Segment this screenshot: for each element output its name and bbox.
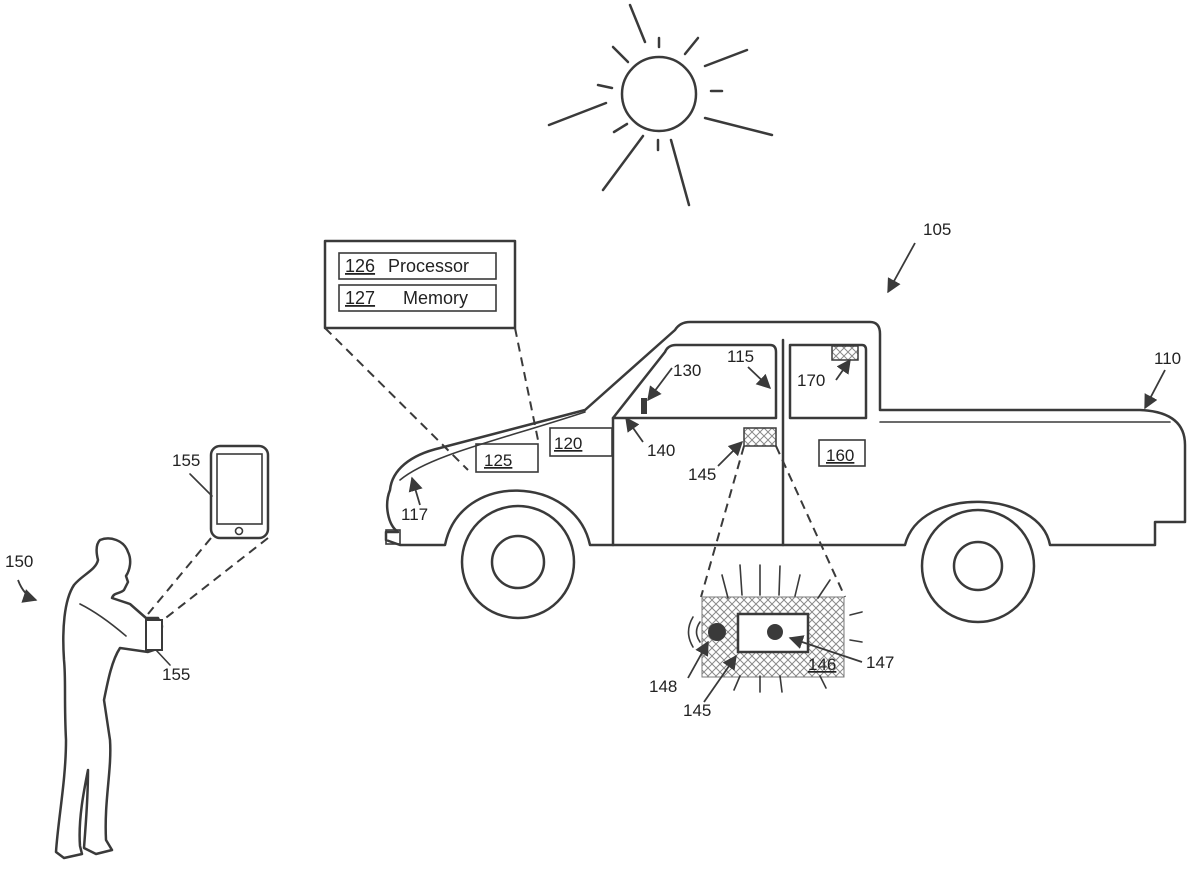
phone-icon (147, 444, 270, 625)
module-160 (818, 439, 866, 467)
sun-icon (547, 3, 774, 207)
label-147: 147 (866, 653, 894, 672)
label-170: 170 (797, 371, 825, 390)
phone-home-button (234, 526, 244, 536)
label-140: 140 (647, 441, 675, 460)
arrow-115 (747, 366, 772, 389)
memory-ref: 127 (345, 288, 375, 308)
arrow-148 (687, 640, 709, 679)
label-130: 130 (673, 361, 701, 380)
label-145-bottom: 145 (683, 701, 711, 720)
detail-leader-right (775, 445, 846, 598)
arrow-145-top (717, 440, 744, 467)
leader-155-bottom (155, 649, 171, 666)
processor-label: Processor (388, 256, 469, 276)
front-tire (460, 504, 576, 620)
arrow-170 (835, 358, 851, 381)
memory-box (338, 284, 497, 312)
callout-leader-left (324, 327, 469, 471)
sound-wave-1 (695, 621, 701, 643)
hood-line (399, 411, 586, 481)
label-150: 150 (5, 552, 33, 571)
arrow-110 (1144, 369, 1166, 410)
arrow-105 (887, 242, 916, 294)
person-arm-line (79, 603, 127, 637)
label-115: 115 (727, 347, 754, 366)
callout-frame (323, 239, 517, 330)
label-120: 120 (554, 434, 582, 453)
arrow-145-bottom (703, 654, 737, 703)
label-160: 160 (826, 446, 854, 465)
light-lens (767, 624, 783, 640)
person-figure (54, 537, 164, 860)
arrow-130 (647, 367, 673, 402)
arrow-140 (625, 416, 644, 443)
label-146: 146 (808, 655, 836, 674)
controller-callout: 126 Processor 127 Memory (323, 239, 539, 471)
light-rays (721, 564, 863, 693)
phone-leader-1 (147, 537, 212, 615)
label-117: 117 (401, 505, 428, 524)
sound-emitter (708, 623, 726, 641)
camera-icon (641, 398, 647, 414)
front-bumper (385, 529, 401, 545)
label-155-bottom: 155 (162, 665, 190, 684)
pickup-truck (384, 320, 1187, 624)
phone-in-hand (145, 619, 163, 651)
arrow-117 (408, 476, 423, 506)
front-hub (490, 534, 546, 590)
phone-leader-2 (157, 537, 269, 625)
label-110: 110 (1154, 349, 1181, 368)
label-105: 105 (923, 220, 951, 239)
front-window (611, 343, 778, 420)
label-148: 148 (649, 677, 677, 696)
rear-tire (920, 508, 1036, 624)
processor-box (338, 252, 497, 280)
callout-leader-right (514, 327, 539, 441)
rear-window (788, 343, 868, 420)
leader-155-top (189, 473, 213, 497)
label-145-top: 145 (688, 465, 716, 484)
detail-leader-left (700, 445, 745, 598)
truck-body (384, 320, 1187, 547)
dome-sensor (831, 345, 859, 361)
phone-body (209, 444, 270, 540)
light-assembly-mounted (743, 427, 777, 447)
label-125: 125 (484, 451, 512, 470)
label-155-top: 155 (172, 451, 200, 470)
processor-ref: 126 (345, 256, 375, 276)
arrow-147 (788, 635, 863, 663)
person-outline (54, 537, 164, 860)
arrow-150 (17, 579, 38, 603)
module-125 (475, 443, 539, 473)
sound-wave-2 (687, 616, 694, 648)
module-120 (549, 427, 613, 457)
memory-label: Memory (403, 288, 468, 308)
rear-hub (952, 540, 1004, 592)
phone-screen (216, 453, 263, 525)
